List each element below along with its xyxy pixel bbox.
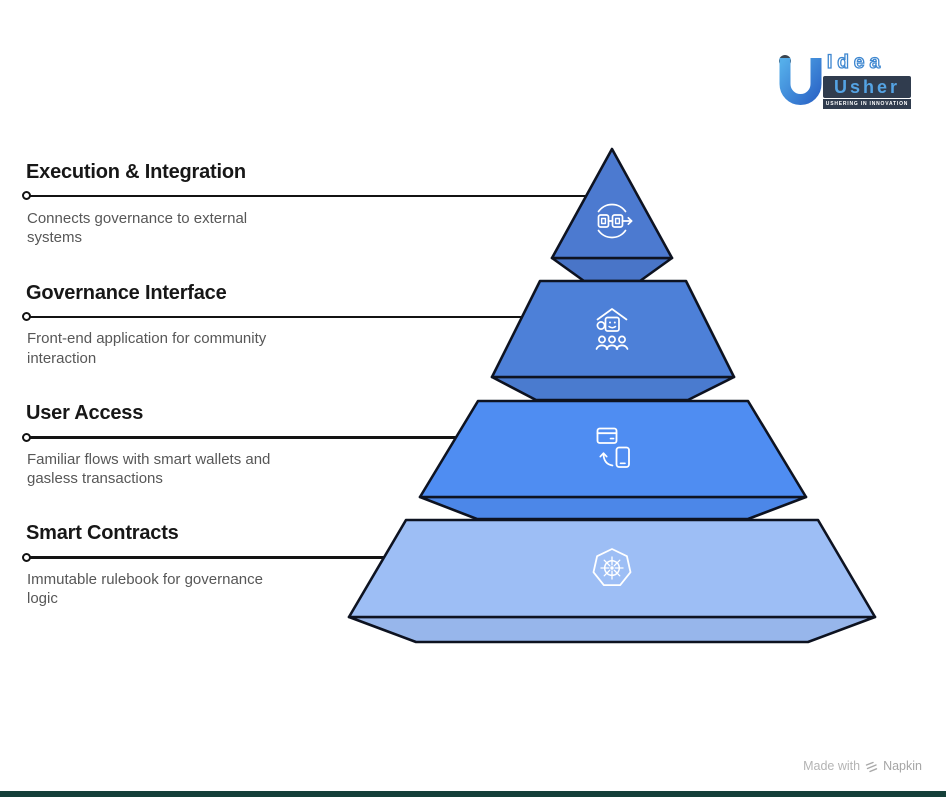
integration-sync-icon [597, 203, 633, 239]
napkin-logo-icon [865, 761, 878, 772]
level-4-description: Immutable rulebook for governance logic [27, 570, 263, 608]
logo-wordmark-idea: Idea [826, 51, 886, 73]
level-3-title: User Access [26, 402, 144, 424]
level-3-shape [418, 399, 808, 499]
level-1-description: Connects governance to external systems [27, 209, 248, 247]
page-bottom-edge [0, 791, 946, 797]
logo-tagline: USHERING IN INNOVATION [823, 99, 911, 109]
level-1-title: Execution & Integration [26, 161, 246, 183]
level-1-node-icon [22, 191, 31, 200]
idea-usher-logo: Idea Usher USHERING IN INNOVATION [772, 50, 922, 112]
level-3-node-icon [22, 432, 31, 442]
logo-u-icon [779, 58, 822, 105]
level-4-title: Smart Contracts [26, 522, 179, 544]
logo-wordmark-usher: Usher [823, 76, 911, 98]
wallet-phone-icon [596, 427, 630, 468]
level-1-underside [550, 256, 674, 283]
napkin-brand-label: Napkin [883, 759, 922, 773]
level-2-connector-line [27, 315, 526, 319]
made-with-label: Made with [803, 759, 861, 773]
made-with-napkin: Made with Napkin [803, 759, 922, 773]
community-interface-icon [595, 308, 629, 350]
level-1-shape [550, 147, 674, 260]
level-4-node-icon [22, 552, 31, 562]
level-4-connector-line [27, 556, 388, 559]
contract-helm-icon [592, 548, 632, 586]
level-2-title: Governance Interface [26, 281, 227, 304]
level-2-underside [490, 375, 736, 402]
level-3-underside [418, 495, 808, 521]
level-4-underside [347, 615, 877, 644]
level-2-node-icon [22, 312, 31, 321]
level-2-description: Front-end application for community inte… [27, 330, 267, 367]
level-2-shape [490, 279, 736, 379]
level-3-description: Familiar flows with smart wallets and ga… [27, 450, 271, 488]
level-3-connector-line [27, 436, 460, 439]
level-1-connector-line [27, 194, 590, 198]
